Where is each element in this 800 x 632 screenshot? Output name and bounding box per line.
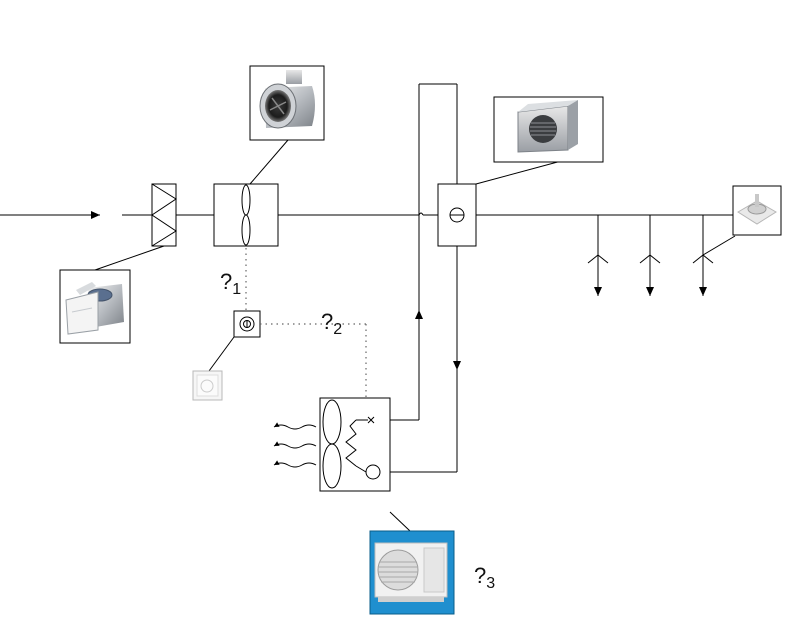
refrigerant-loop [375,83,461,473]
question-label-3-symbol: ? [474,563,487,588]
question-label-1-index: 1 [232,281,242,298]
exhaust-air-arrows [273,422,317,468]
outdoor-unit-symbol [319,397,391,492]
supply-outlets [587,215,714,296]
heating-coil-photo [493,96,604,163]
outdoor-unit-photo [369,530,455,615]
question-label-3-index: 3 [486,575,496,592]
question-label-2-index: 2 [333,321,343,338]
question-label-2: ?2 [321,311,342,338]
question-label-1-symbol: ? [220,269,233,294]
fan-symbol [213,183,279,247]
control-lines [245,248,367,398]
question-label-2-symbol: ? [321,309,334,334]
supply-duct [0,211,733,219]
coil-symbol [437,183,477,247]
question-label-3: ?3 [474,565,495,592]
controller-photo [192,370,223,401]
question-label-1: ?1 [220,271,241,298]
filter-photo [59,269,131,344]
duct-fan-photo [249,65,325,141]
leader-lines [94,139,736,532]
diffuser-photo [732,185,782,236]
thermostat-symbol [233,310,261,338]
filter-symbol [151,183,177,247]
